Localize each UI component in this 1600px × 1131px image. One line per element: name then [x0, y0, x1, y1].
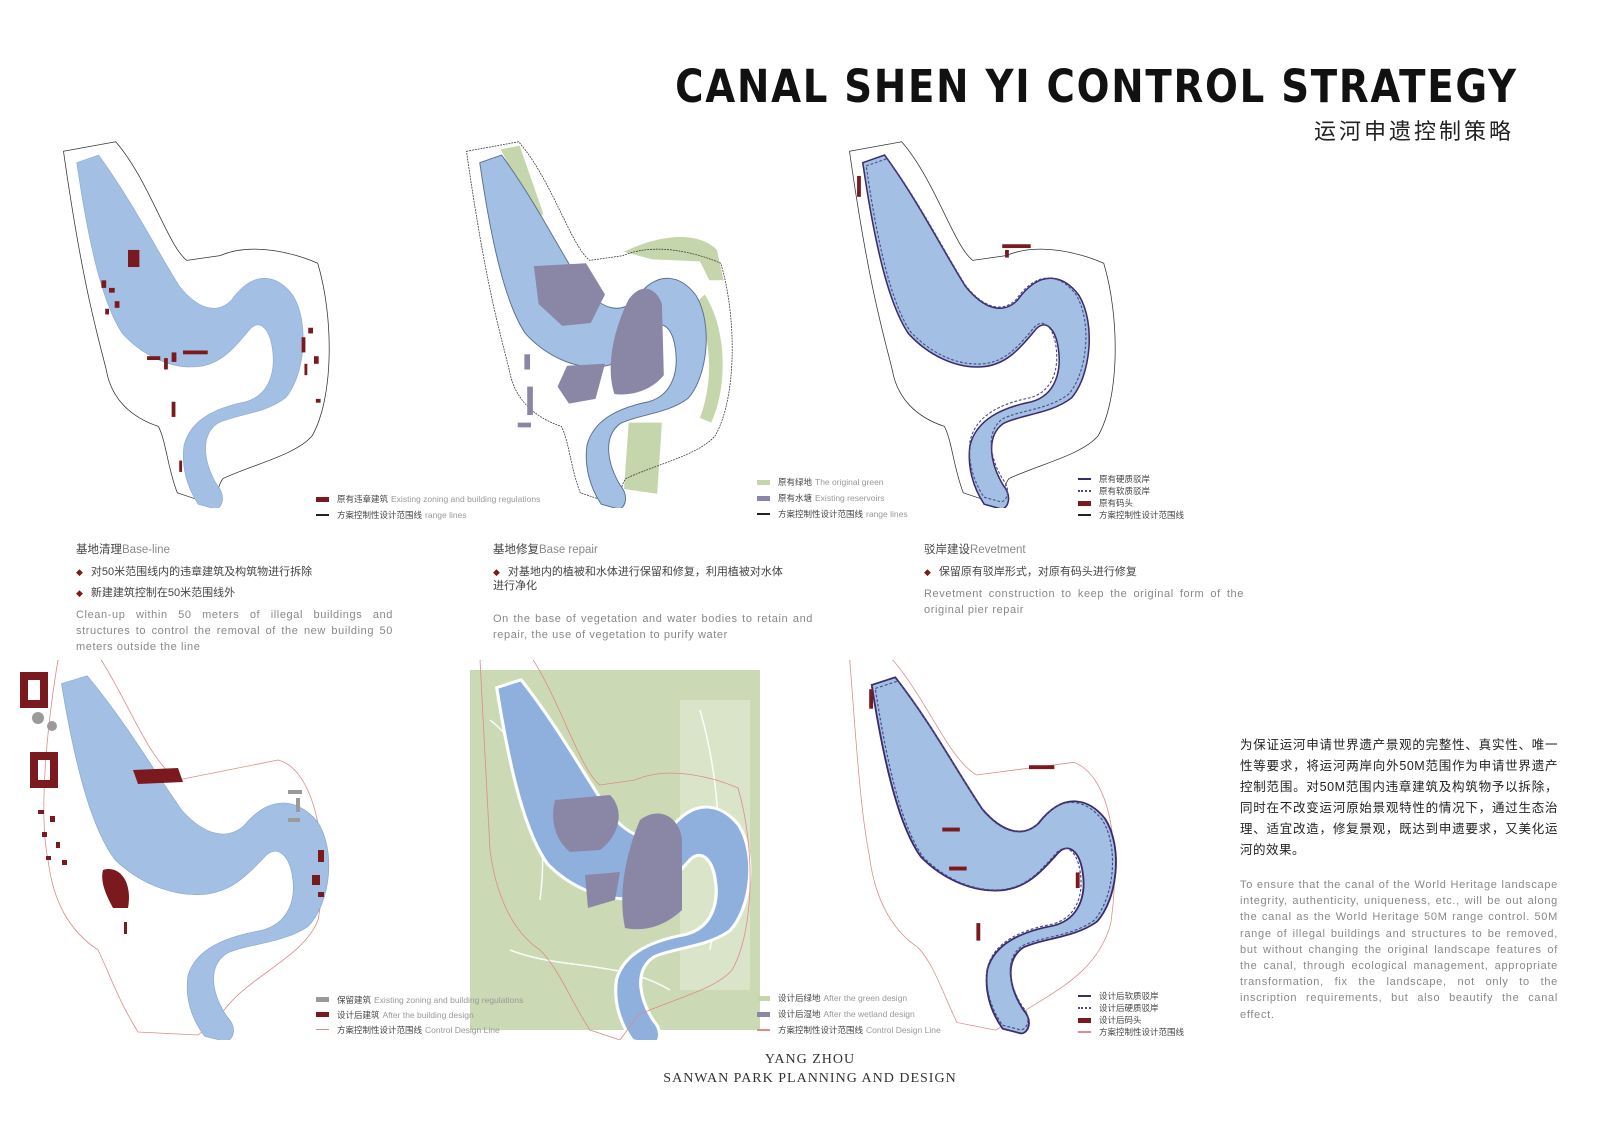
- designed-piers: [869, 689, 1080, 941]
- diamond-bullet-icon: ◆: [924, 567, 931, 577]
- diamond-bullet-icon: ◆: [76, 567, 83, 577]
- footer-city: YANG ZHOU: [764, 1052, 856, 1067]
- reservoirs: [517, 263, 664, 428]
- page-title: CANAL SHEN YI CONTROL STRATEGY: [675, 60, 1518, 113]
- caption-heading: 基地清理Base-line: [76, 544, 170, 556]
- diamond-bullet-icon: ◆: [76, 588, 83, 598]
- diamond-bullet-icon: ◆: [493, 567, 500, 577]
- kept-buildings: [32, 712, 302, 822]
- map-revetment-design: [849, 660, 1117, 1035]
- map-base-repair: [466, 141, 733, 508]
- caption-base-line: 基地清理Base-line ◆对50米范围线内的违章建筑及构筑物进行拆除 ◆新建…: [76, 541, 393, 655]
- caption-heading: 基地修复Base repair: [493, 544, 598, 556]
- green-areas: [500, 145, 724, 494]
- map-revetment: [849, 141, 1116, 508]
- page-subtitle-cn: 运河申遗控制策略: [1313, 119, 1514, 144]
- map-building-design: [20, 660, 330, 1040]
- map-wetland-design: [470, 660, 760, 1040]
- description-cn: 为保证运河申请世界遗产景观的完整性、真实性、唯一性等要求，将运河两岸向外50M范…: [1240, 738, 1558, 857]
- map-base-line: [63, 141, 330, 508]
- caption-base-repair: 基地修复Base repair ◆对基地内的植被和水体进行保留和修复，利用植被对…: [493, 541, 813, 643]
- footer-project: SANWAN PARK PLANNING AND DESIGN: [663, 1071, 957, 1086]
- legend-revetment-design: 设计后软质驳岸 设计后硬质驳岸 设计后码头 方案控制性设计范围线: [1078, 990, 1184, 1038]
- wetlands: [553, 795, 682, 930]
- description-en: To ensure that the canal of the World He…: [1240, 879, 1558, 1021]
- caption-heading: 驳岸建设Revetment: [924, 544, 1026, 556]
- strategy-description: 为保证运河申请世界遗产景观的完整性、真实性、唯一性等要求，将运河两岸向外50M范…: [1240, 735, 1558, 1023]
- legend-revetment: 原有硬质驳岸 原有软质驳岸 原有码头 方案控制性设计范围线: [1078, 473, 1184, 521]
- caption-revetment: 驳岸建设Revetment ◆保留原有驳岸形式，对原有码头进行修复 Revetm…: [924, 541, 1244, 618]
- existing-piers: [857, 175, 1031, 258]
- illegal-buildings: [101, 249, 321, 472]
- designed-buildings: [20, 672, 324, 934]
